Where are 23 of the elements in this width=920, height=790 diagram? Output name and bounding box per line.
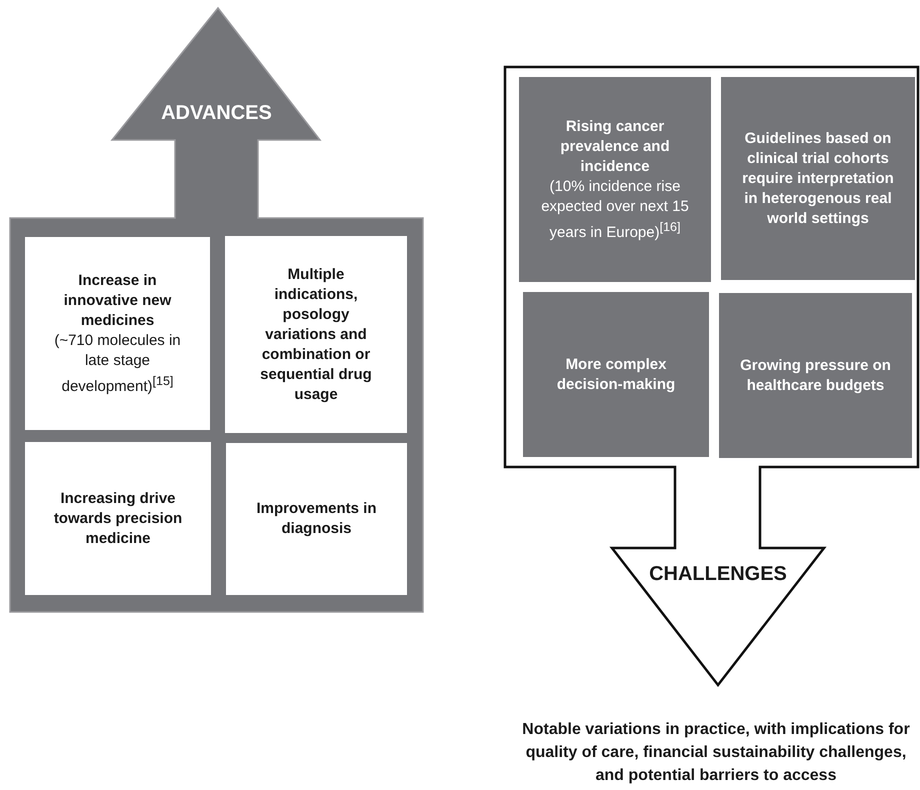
down-arrow-shape (505, 67, 918, 685)
outcome-text: Notable variations in practice, with implications for quality of care, financial sustainability challenges, and potential barriers to access (521, 720, 911, 786)
box-heading: Guidelines based on clinical trial cohorts require interpretation in heterogenous real world settings (741, 128, 895, 228)
box-note: (10% incidence rise expected over next 15 years in Europe)$^{[16]}$ (540, 176, 690, 242)
challenge-box (719, 293, 912, 458)
advance-box (25, 237, 210, 430)
box-heading: Increase in innovative new medicines (62, 270, 172, 330)
advance-box (25, 442, 211, 595)
advance-box (225, 236, 407, 433)
challenge-box (519, 77, 711, 282)
arrow-label: CHALLENGES (648, 563, 788, 586)
box-note: (~710 molecules in late stage development)$^{[15]}$ (53, 330, 182, 396)
challenge-box (523, 292, 709, 457)
advance-box (226, 443, 407, 595)
box-heading: More complex decision-making (556, 354, 676, 394)
box-heading: Rising cancer prevalence and incidence (559, 116, 671, 176)
challenge-box (721, 77, 915, 280)
box-heading: Improvements in diagnosis (255, 499, 378, 539)
arrow-label: ADVANCES (160, 102, 273, 125)
box-heading: Multiple indications, posology variations and combination or sequential drug usage (259, 264, 373, 404)
up-arrow-shape (10, 8, 423, 612)
box-heading: Increasing drive towards precision medicine (52, 488, 184, 548)
box-heading: Growing pressure on healthcare budgets (739, 356, 892, 396)
